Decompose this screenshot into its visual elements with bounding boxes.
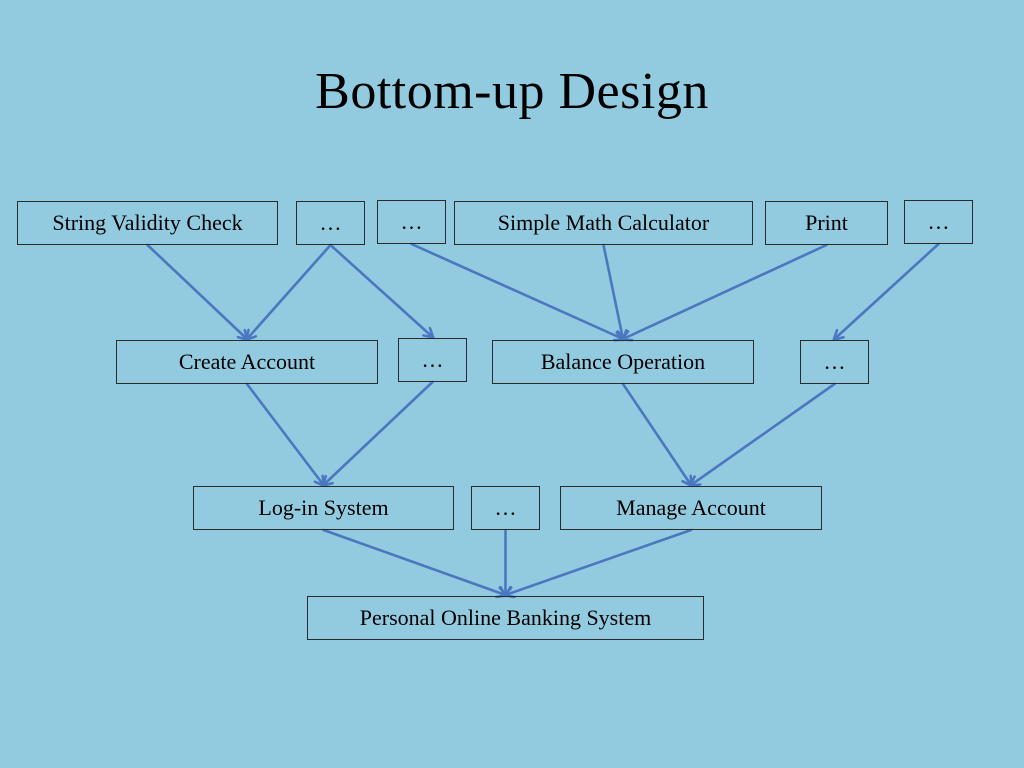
node-ellipsis: … [296, 201, 365, 245]
node-ellipsis: … [398, 338, 467, 382]
node-ellipsis: … [377, 200, 446, 244]
node-create-account: Create Account [116, 340, 378, 384]
slide-title: Bottom-up Design [315, 63, 709, 120]
node-simple-math-calculator: Simple Math Calculator [454, 201, 753, 245]
arrow-print-to-balance_operation [623, 243, 828, 339]
arrow-manage_account-to-personal_banking [506, 528, 693, 595]
node-ellipsis: … [471, 486, 540, 530]
arrow-create_account-to-login_system [245, 382, 324, 485]
node-ellipsis: … [800, 340, 869, 384]
arrow-dots_1-to-create_account [247, 243, 332, 339]
arrow-dots_2-to-balance_operation [410, 242, 624, 339]
arrow-login_system-to-personal_banking [322, 528, 506, 595]
arrow-dots_5-to-manage_account [691, 382, 836, 485]
arrow-dots_1-to-dots_4 [329, 243, 433, 337]
arrow-dots_4-to-login_system [324, 380, 434, 485]
node-balance-operation: Balance Operation [492, 340, 754, 384]
arrow-balance_operation-to-manage_account [621, 382, 691, 485]
arrow-simple_math-to-balance_operation [602, 243, 624, 339]
node-print: Print [765, 201, 888, 245]
node-string-validity-check: String Validity Check [17, 201, 278, 245]
node-ellipsis: … [904, 200, 973, 244]
arrow-string_validity-to-create_account [146, 243, 248, 339]
node-log-in-system: Log-in System [193, 486, 454, 530]
node-personal-online-banking-system: Personal Online Banking System [307, 596, 704, 640]
node-manage-account: Manage Account [560, 486, 822, 530]
arrow-dots_3-to-dots_5 [835, 242, 940, 339]
